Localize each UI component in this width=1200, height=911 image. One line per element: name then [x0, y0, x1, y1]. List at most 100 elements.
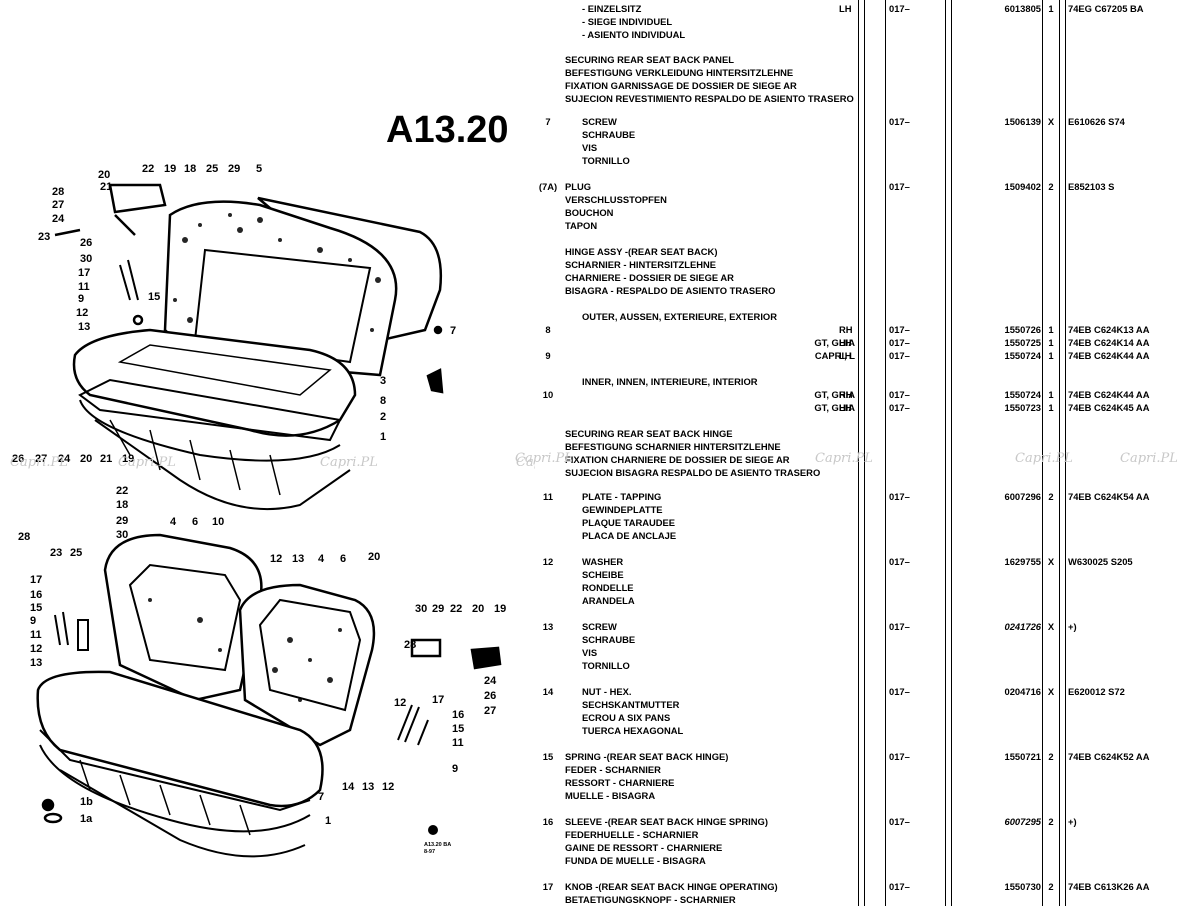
- description-line: VIS: [582, 647, 598, 658]
- date-code: 017–: [889, 686, 910, 697]
- description-line: SLEEVE -(REAR SEAT BACK HINGE SPRING): [565, 816, 768, 827]
- lower-callout-29: 29: [432, 603, 444, 615]
- lower-callout-15: 15: [30, 602, 42, 614]
- lower-callout-11: 11: [30, 629, 42, 641]
- ref-number: 13: [542, 621, 554, 632]
- description-line: OUTER, AUSSEN, EXTERIEURE, EXTERIOR: [582, 311, 777, 322]
- quantity: X: [1047, 116, 1055, 127]
- lower-callout-4: 4: [170, 516, 177, 528]
- lower-callout-12: 12: [30, 643, 42, 655]
- description-line: INNER, INNEN, INTERIEURE, INTERIOR: [582, 376, 758, 387]
- svg-text:8-97: 8-97: [424, 849, 435, 855]
- lower-callout-16: 16: [30, 589, 42, 601]
- ref-number: 11: [543, 491, 553, 502]
- engineering-code: 74EB C624K44 AA: [1068, 389, 1150, 400]
- upper-seat-assembly: [54, 183, 444, 511]
- part-description: SLEEVE -(REAR SEAT BACK HINGE SPRING)FED…: [565, 815, 805, 867]
- part-number: 1550724: [1004, 389, 1042, 400]
- quantity: 2: [1048, 816, 1054, 827]
- part-description: OUTER, AUSSEN, EXTERIEURE, EXTERIOR: [582, 310, 822, 323]
- exploded-seat-diagram: A13.20: [0, 0, 574, 906]
- lower-callout-22: 22: [116, 485, 128, 497]
- upper-callout-7: 7: [450, 325, 456, 337]
- upper-callout-9: 9: [78, 293, 84, 305]
- quantity: 2: [1048, 491, 1054, 502]
- date-code: 017–: [889, 181, 910, 192]
- date-code: 017–: [889, 337, 910, 348]
- upper-callout-13: 13: [78, 321, 90, 333]
- lower-callout-1: 1: [325, 815, 331, 827]
- description-line: SECHSKANTMUTTER: [582, 699, 680, 710]
- ref-number: 16: [542, 816, 554, 827]
- upper-callout-11: 11: [78, 281, 90, 293]
- description-line: BEFESTIGUNG VERKLEIDUNG HINTERSITZLEHNE: [565, 67, 794, 78]
- upper-callout-15: 15: [148, 291, 160, 303]
- watermark-text: Capri.PL: [1015, 451, 1073, 466]
- description-line: MUELLE - BISAGRA: [565, 790, 656, 801]
- lower-callout-26: 26: [484, 690, 496, 702]
- date-code: 017–: [889, 816, 910, 827]
- upper-callout-8: 8: [380, 395, 386, 407]
- lower-callout-19: 19: [494, 603, 506, 615]
- description-line: ECROU A SIX PANS: [582, 712, 671, 723]
- quantity: 1: [1048, 3, 1054, 14]
- lower-callout-24: 24: [58, 453, 71, 465]
- date-code: 017–: [889, 751, 910, 762]
- lower-callout-11: 11: [452, 737, 464, 749]
- engineering-code: 74EG C67205 BA: [1068, 3, 1144, 14]
- lower-callout-24: 24: [484, 675, 497, 687]
- lower-callout-29: 29: [116, 515, 128, 527]
- lower-callout-12: 12: [394, 697, 406, 709]
- lower-callout-19: 19: [122, 453, 134, 465]
- quantity: 1: [1048, 350, 1054, 361]
- quantity: X: [1047, 556, 1055, 567]
- lower-callout-30: 30: [415, 603, 427, 615]
- lower-callout-18: 18: [116, 499, 128, 511]
- lower-seat-assembly: [36, 533, 502, 858]
- part-number: 0204716: [1004, 686, 1042, 697]
- description-line: GEWINDEPLATTE: [582, 504, 663, 515]
- lower-callout-10: 10: [212, 516, 224, 528]
- upper-callout-26: 26: [80, 237, 92, 249]
- ref-number: (7A): [538, 181, 558, 192]
- part-number: 1506139: [1004, 116, 1042, 127]
- lower-callout-27: 27: [35, 453, 47, 465]
- part-number: 1550724: [1004, 350, 1042, 361]
- date-code: 017–: [889, 491, 910, 502]
- description-line: GAINE DE RESSORT - CHARNIERE: [565, 842, 723, 853]
- side-indicator: RH: [839, 324, 853, 335]
- date-code: 017–: [889, 881, 910, 892]
- lower-callout-17: 17: [432, 694, 444, 706]
- description-line: SPRING -(REAR SEAT BACK HINGE): [565, 751, 729, 762]
- description-line: BEFESTIGUNG SCHARNIER HINTERSITZLEHNE: [565, 441, 781, 452]
- description-line: WASHER: [582, 556, 624, 567]
- lower-callout-6: 6: [340, 553, 346, 565]
- model-applicability: GT, GHIA: [814, 337, 855, 348]
- quantity: X: [1047, 686, 1055, 697]
- description-line: PLAQUE TARAUDEE: [582, 517, 676, 528]
- part-number: 6013805: [1004, 3, 1042, 14]
- lower-callout-20: 20: [368, 551, 380, 563]
- ref-number: 12: [542, 556, 554, 567]
- date-code: 017–: [889, 3, 910, 14]
- description-line: RESSORT - CHARNIERE: [565, 777, 675, 788]
- ref-number: 15: [542, 751, 554, 762]
- description-line: CHARNIERE - DOSSIER DE SIEGE AR: [565, 272, 734, 283]
- lower-callout-17: 17: [30, 574, 42, 586]
- part-number: 6007295: [1004, 816, 1042, 827]
- watermark-text: Capri.PL: [1120, 451, 1178, 466]
- side-indicator: RH: [839, 389, 853, 400]
- description-line: TORNILLO: [582, 660, 630, 671]
- model-applicability: GT, GHIA: [814, 389, 855, 400]
- engineering-code: E620012 S72: [1068, 686, 1125, 697]
- lower-callout-30: 30: [116, 529, 128, 541]
- upper-callout-5: 5: [256, 163, 262, 175]
- quantity: 2: [1048, 881, 1054, 892]
- lower-callout-28: 28: [404, 639, 416, 651]
- date-code: 017–: [889, 324, 910, 335]
- description-line: VERSCHLUSSTOPFEN: [565, 194, 667, 205]
- watermark-text: Capri.PL: [320, 455, 378, 470]
- quantity: 1: [1048, 402, 1054, 413]
